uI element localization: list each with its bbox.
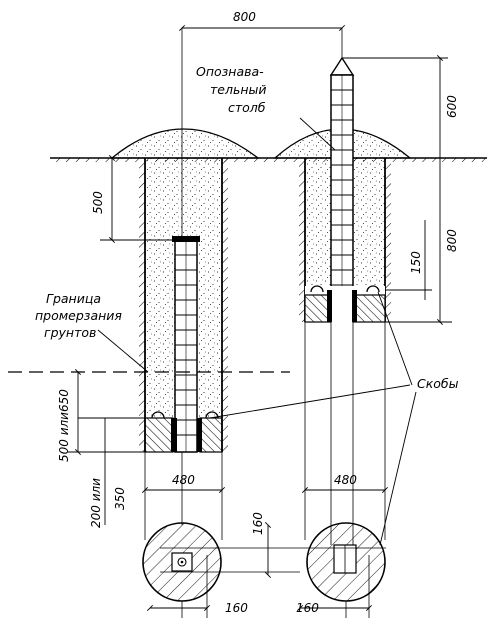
dim-plan-offset-left: 160 [225,601,248,615]
dim-pit-spacing: 800 [233,10,256,24]
leader-lines [97,117,417,546]
dim-frost-depth: 500 или650 [57,389,71,462]
dim-post-above-ground: 600 [445,95,459,118]
dim-base-width-right: 480 [334,473,357,487]
identification-post [329,56,355,321]
label-identification-post-line-2: тельный [210,82,267,97]
left-post-rungs [172,236,200,436]
dim-brace-height: 150 [409,251,423,274]
label-brackets: Скобы [417,376,459,391]
dim-base-width-left: 480 [172,473,195,487]
label-identification-post-line-1: Опознава- [196,64,264,79]
left-pit [110,128,260,453]
dimension-lines [68,24,452,612]
label-frost-boundary-line-2: промерзания [35,308,122,323]
label-frost-boundary-line-1: Граница [46,291,101,306]
dim-depth-right: 800 [445,229,459,252]
dim-bottom-depth-2: 350 [113,487,127,510]
dim-bottom-depth: 200 или [89,478,103,528]
dim-plan-offset-right: 160 [296,601,319,615]
dim-plan-offset-vertical: 160 [251,512,265,535]
dim-depth-left-top: 500 [91,191,105,214]
plan-view-right [306,522,386,602]
label-frost-boundary-line-3: грунтов [44,325,96,340]
label-identification-post-line-3: столб [228,100,266,115]
projection-lines [144,28,386,618]
plan-view-left [142,522,222,602]
right-concrete-base [304,285,386,323]
